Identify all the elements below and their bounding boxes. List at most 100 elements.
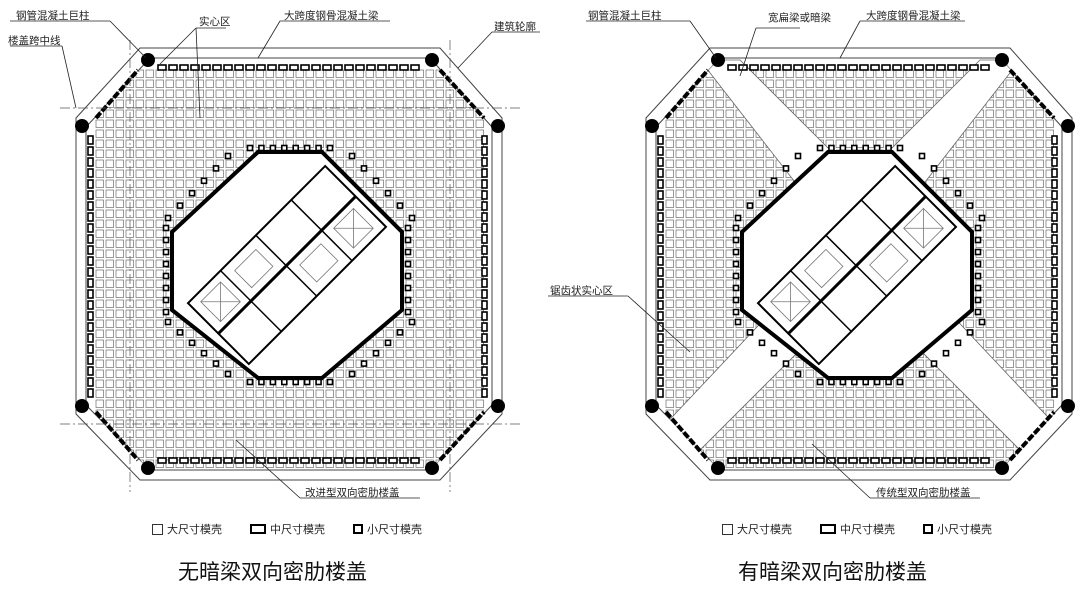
grid-cell bbox=[1045, 229, 1054, 238]
grid-cell bbox=[915, 79, 924, 88]
grid-cell bbox=[985, 429, 994, 438]
grid-cell bbox=[985, 289, 994, 298]
mega-column bbox=[645, 119, 659, 133]
grid-cell bbox=[385, 389, 394, 398]
grid-cell bbox=[395, 399, 404, 408]
grid-cell bbox=[285, 119, 294, 128]
grid-cell bbox=[995, 179, 1004, 188]
small-shell bbox=[404, 236, 412, 244]
small-shell bbox=[978, 214, 986, 222]
grid-cell bbox=[385, 359, 394, 368]
grid-cell bbox=[965, 209, 974, 218]
grid-cell bbox=[455, 139, 464, 148]
grid-cell bbox=[305, 429, 314, 438]
small-shell bbox=[404, 296, 412, 304]
grid-cell bbox=[405, 199, 414, 208]
grid-cell bbox=[675, 199, 684, 208]
grid-cell bbox=[135, 209, 144, 218]
grid-cell bbox=[115, 159, 124, 168]
grid-cell bbox=[1045, 399, 1054, 408]
medium-shell bbox=[201, 64, 211, 71]
medium-shell bbox=[201, 457, 211, 464]
grid-cell bbox=[475, 79, 484, 88]
grid-cell bbox=[945, 69, 954, 78]
grid-cell bbox=[425, 169, 434, 178]
grid-cell bbox=[245, 79, 254, 88]
grid-cell bbox=[455, 159, 464, 168]
grid-cell bbox=[365, 449, 374, 458]
mega-column bbox=[995, 461, 1009, 475]
medium-shell bbox=[481, 333, 488, 343]
grid-cell bbox=[755, 449, 764, 458]
grid-cell bbox=[185, 139, 194, 148]
grid-cell bbox=[165, 389, 174, 398]
grid-cell bbox=[815, 409, 824, 418]
grid-cell bbox=[1015, 229, 1024, 238]
grid-cell bbox=[1005, 179, 1014, 188]
medium-shell bbox=[481, 245, 488, 255]
left-outline bbox=[75, 47, 503, 481]
grid-cell bbox=[1045, 99, 1054, 108]
grid-cell bbox=[415, 349, 424, 358]
grid-cell bbox=[985, 209, 994, 218]
grid-cell bbox=[965, 179, 974, 188]
grid-cell bbox=[435, 99, 444, 108]
grid-cell bbox=[1025, 99, 1034, 108]
grid-cell bbox=[985, 259, 994, 268]
grid-cell bbox=[855, 129, 864, 138]
grid-cell bbox=[855, 139, 864, 148]
grid-cell bbox=[1005, 219, 1014, 228]
grid-cell bbox=[455, 109, 464, 118]
small-shell bbox=[734, 214, 742, 222]
grid-cell bbox=[275, 89, 284, 98]
grid-cell bbox=[155, 349, 164, 358]
grid-cell bbox=[995, 199, 1004, 208]
grid-cell bbox=[235, 429, 244, 438]
grid-cell bbox=[385, 429, 394, 438]
grid-cell bbox=[465, 199, 474, 208]
grid-cell bbox=[1015, 249, 1024, 258]
grid-cell bbox=[685, 99, 694, 108]
right-label-hidden-beam: 宽扁梁或暗梁 bbox=[768, 11, 831, 24]
grid-cell bbox=[695, 319, 704, 328]
grid-cell bbox=[685, 249, 694, 258]
grid-cell bbox=[335, 79, 344, 88]
medium-shell bbox=[481, 344, 488, 354]
grid-cell bbox=[345, 89, 354, 98]
grid-cell bbox=[315, 99, 324, 108]
grid-cell bbox=[735, 159, 744, 168]
grid-cell bbox=[725, 239, 734, 248]
grid-cell bbox=[95, 209, 104, 218]
grid-cell bbox=[185, 369, 194, 378]
grid-cell bbox=[465, 249, 474, 258]
grid-cell bbox=[855, 419, 864, 428]
grid-cell bbox=[115, 379, 124, 388]
medium-shell bbox=[87, 311, 94, 321]
grid-cell bbox=[925, 99, 934, 108]
grid-cell bbox=[175, 79, 184, 88]
left-plan: 钢管混凝土巨柱 楼盖跨中线 实心区 大跨度钢骨混凝土梁 建筑轮廓 改进型双向密肋… bbox=[8, 9, 540, 499]
grid-cell bbox=[1005, 209, 1014, 218]
grid-cell bbox=[95, 79, 104, 88]
grid-cell bbox=[195, 79, 204, 88]
grid-cell bbox=[205, 389, 214, 398]
medium-shell bbox=[366, 64, 376, 71]
grid-cell bbox=[855, 389, 864, 398]
grid-cell bbox=[175, 99, 184, 108]
grid-cell bbox=[95, 379, 104, 388]
grid-cell bbox=[695, 309, 704, 318]
grid-cell bbox=[405, 329, 414, 338]
grid-cell bbox=[775, 89, 784, 98]
small-shell bbox=[269, 144, 277, 152]
small-shell bbox=[758, 339, 766, 347]
grid-cell bbox=[715, 319, 724, 328]
grid-cell bbox=[985, 329, 994, 338]
grid-cell bbox=[865, 389, 874, 398]
grid-cell bbox=[775, 409, 784, 418]
grid-cell bbox=[285, 89, 294, 98]
grid-cell bbox=[885, 389, 894, 398]
grid-cell bbox=[835, 439, 844, 448]
grid-cell bbox=[775, 449, 784, 458]
medium-shell bbox=[179, 457, 189, 464]
grid-cell bbox=[1045, 69, 1054, 78]
